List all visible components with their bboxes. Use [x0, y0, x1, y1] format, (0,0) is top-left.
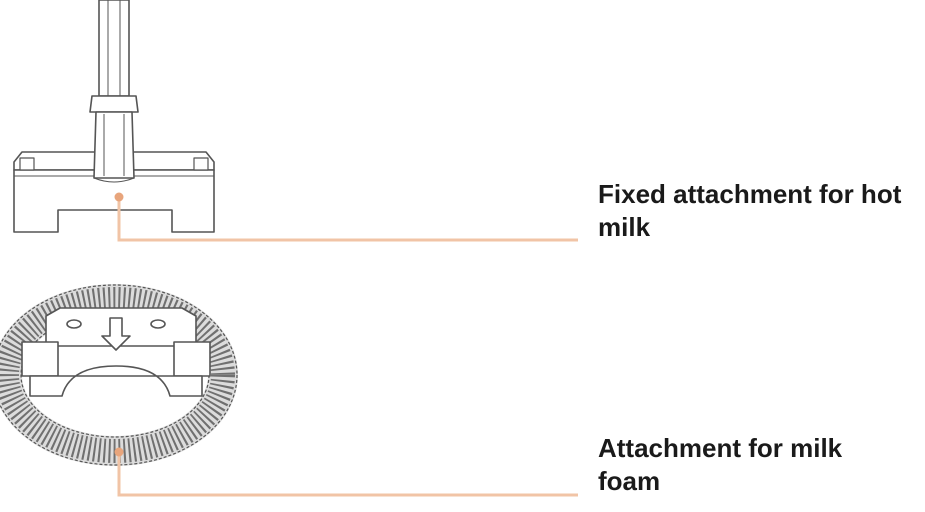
- hot-milk-label-line-1: Fixed attachment for hot: [598, 179, 902, 209]
- leader-line-milk-foam: [117, 452, 578, 497]
- fixed-hot-milk-attachment-icon: [13, 0, 215, 233]
- leader-dot-hot-milk: [114, 192, 124, 202]
- leader-dot-milk-foam: [114, 447, 124, 457]
- milk-foam-attachment-label: Attachment for milk foam: [598, 432, 918, 498]
- leader-line-hot-milk: [117, 197, 578, 242]
- milk-foam-label-line-1: Attachment for milk: [598, 433, 843, 463]
- milk-foam-whisk-attachment-icon: [0, 284, 238, 466]
- milk-foam-label-line-2: foam: [598, 466, 661, 496]
- hot-milk-label-line-2: milk: [598, 212, 651, 242]
- hot-milk-attachment-label: Fixed attachment for hot milk: [598, 178, 918, 244]
